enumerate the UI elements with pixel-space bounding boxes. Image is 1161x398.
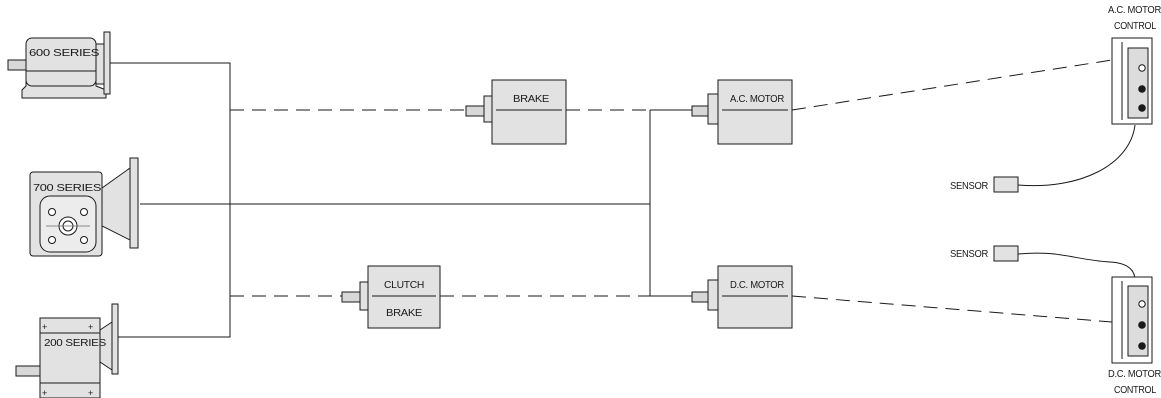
- gearbox-200-series: + + + + 200 SERIES: [15, 303, 119, 398]
- sensor-label: SENSOR: [950, 181, 988, 192]
- brake-body: [491, 79, 567, 145]
- sensor-body: [993, 245, 1019, 262]
- sensor-label: SENSOR: [950, 249, 988, 260]
- dc-motor-control: D.C. MOTOR CONTROL: [1108, 276, 1161, 396]
- motor-collar: [707, 279, 719, 311]
- control-label-line1: A.C. MOTOR: [1108, 5, 1161, 16]
- motor-label: D.C. MOTOR: [730, 280, 784, 291]
- shaft: [7, 59, 27, 71]
- bolt-hole: [48, 236, 56, 244]
- ac-motor: A.C. MOTOR: [691, 79, 793, 145]
- bolt-hole: [48, 208, 56, 216]
- flange-plate: [129, 157, 139, 249]
- brake-label: BRAKE: [513, 94, 550, 105]
- screw-mark: +: [88, 388, 93, 398]
- dashed-ac-motor-to-control: [791, 59, 1113, 111]
- flange-plate: [111, 303, 119, 375]
- connection-lines: [110, 59, 1136, 338]
- gearbox-housing: [25, 37, 97, 87]
- indicator-on: [1138, 104, 1146, 112]
- indicator-on: [1138, 85, 1146, 93]
- motor-body: [717, 265, 793, 329]
- shaft: [691, 291, 711, 303]
- gearbox-label: 200 SERIES: [44, 338, 107, 349]
- indicator-on: [1138, 342, 1146, 350]
- clutch-body: [367, 265, 441, 329]
- bolt-hole: [80, 208, 88, 216]
- gearbox-label: 700 SERIES: [33, 183, 102, 194]
- indicator-off: [1138, 300, 1146, 308]
- clutch-brake-unit: CLUTCH BRAKE: [341, 265, 441, 329]
- control-label-line1: D.C. MOTOR: [1108, 369, 1161, 380]
- screw-mark: +: [42, 388, 47, 398]
- flange-plate: [103, 31, 111, 95]
- brake-label: BRAKE: [386, 308, 423, 319]
- indicator-on: [1138, 321, 1146, 329]
- cable-sensor-bottom: [1017, 252, 1136, 281]
- clutch-collar: [359, 281, 369, 311]
- motor-label: A.C. MOTOR: [730, 94, 784, 105]
- shaft: [691, 105, 711, 117]
- motor-body: [717, 79, 793, 145]
- screw-mark: +: [42, 322, 47, 332]
- control-label-line2: CONTROL: [1114, 21, 1157, 32]
- indicator-off: [1138, 64, 1146, 72]
- screw-mark: +: [88, 322, 93, 332]
- clutch-label: CLUTCH: [384, 280, 424, 291]
- adapter-cone: [101, 167, 131, 241]
- gearbox-label: 600 SERIES: [29, 48, 100, 59]
- gearbox-housing: [39, 317, 101, 398]
- brake-unit: BRAKE: [465, 79, 567, 145]
- sensor-bottom: SENSOR: [950, 245, 1019, 262]
- dc-motor: D.C. MOTOR: [691, 265, 793, 329]
- control-label-line2: CONTROL: [1114, 385, 1157, 396]
- wire-600-to-bus: [110, 62, 231, 338]
- shaft: [341, 291, 363, 303]
- sensor-body: [993, 176, 1019, 193]
- brake-collar: [483, 95, 493, 123]
- gearbox-600-series: 600 SERIES: [7, 31, 111, 99]
- sensor-top: SENSOR: [950, 176, 1019, 193]
- ac-motor-control: A.C. MOTOR CONTROL: [1108, 5, 1161, 125]
- shaft: [465, 105, 487, 117]
- gearbox-700-series: 700 SERIES: [29, 157, 139, 257]
- cable-sensor-top: [1017, 124, 1136, 187]
- dashed-dc-motor-to-control: [791, 295, 1113, 323]
- motor-collar: [707, 93, 719, 125]
- shaft: [15, 365, 43, 377]
- bolt-hole: [80, 236, 88, 244]
